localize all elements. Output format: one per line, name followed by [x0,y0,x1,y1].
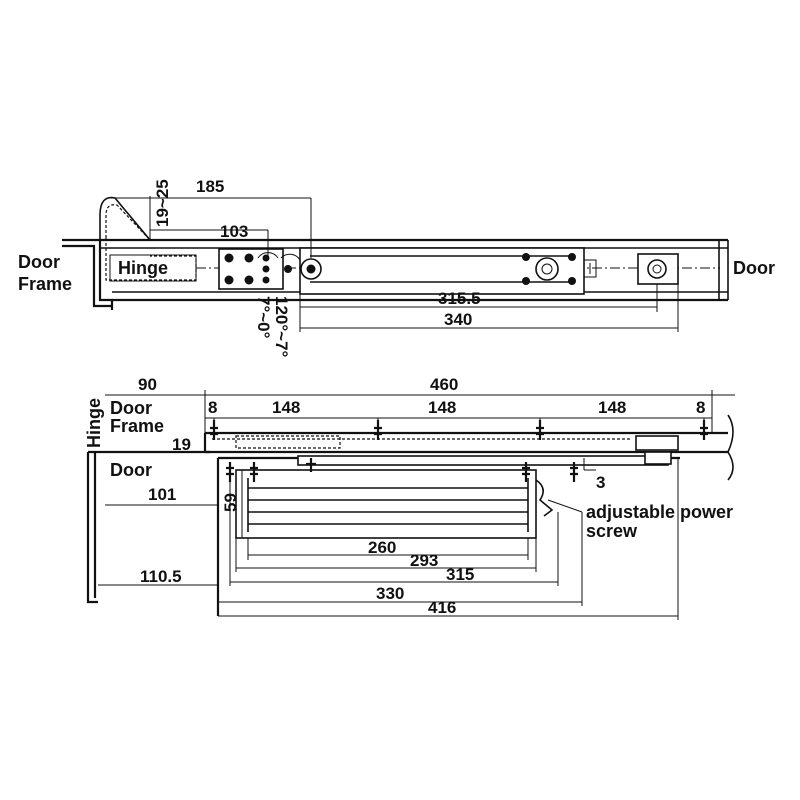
dim-line-330 [218,512,583,606]
dim-8-right: 8 [696,398,705,417]
power-screw-leader [547,499,583,513]
dim-3: 3 [596,473,605,492]
screw-icon [568,253,576,261]
door-frame-side-line1: Door [110,398,152,418]
screw-icon [262,276,270,284]
frame-outline-outer [62,238,114,310]
dim-line-293 [235,538,537,572]
closer-body [235,469,537,539]
top-screws [210,420,708,440]
dim-line-340 [299,284,679,332]
pivot-dot-icon [284,265,292,273]
angle-label-b: 7°~0° [254,296,273,339]
arm-channel [235,435,341,449]
dim-315-5: 315.5 [438,289,481,308]
arm-inner-lines [310,255,574,283]
dim-315: 315 [446,565,474,584]
top-view: 185 19~25 103 Door Frame Hinge Door 315.… [18,177,775,358]
slide-block-center [541,263,553,275]
dim-340: 340 [444,310,472,329]
dim-90: 90 [138,375,157,394]
door-label: Door [733,258,775,278]
dim-110-5: 110.5 [140,567,182,586]
dim-148-c: 148 [598,398,626,417]
door-frame-label-line2: Frame [18,274,72,294]
dim-line-315 [229,482,559,586]
hinge-dashed-arc [105,204,151,241]
break-line-top [727,414,734,453]
power-screw-label-line2: screw [586,521,638,541]
dim-line-3 [583,458,596,471]
dim-ext-lines [204,390,713,440]
screw-icon [522,253,530,261]
dim-148-b: 148 [428,398,456,417]
dim-101: 101 [148,485,176,504]
dim-line-185 [107,197,312,258]
screw-icon [244,275,254,285]
rotation-arc [280,253,301,261]
door-bracket-pivot-icon [647,259,667,279]
door-label-side: Door [110,460,152,480]
dim-416: 416 [428,598,456,617]
screw-icon [522,462,530,482]
screw-icon [224,275,234,285]
closer-body-ribs [248,487,528,525]
slide-block-foot [644,451,672,465]
side-view: 90 460 Hinge Door Frame 8 148 148 148 8 … [84,375,735,620]
angle-label-a: 120°~7° [272,296,291,358]
screw-icon [224,253,234,263]
hinge-label-side: Hinge [84,398,104,448]
dim-line-416 [218,458,679,620]
dim-460: 460 [430,375,458,394]
closer-body-ends [247,478,529,532]
arm-pivot-center [306,264,316,274]
frame-side-outer [86,452,98,604]
hinge-label: Hinge [118,258,168,278]
dim-260: 260 [368,538,396,557]
door-bracket-pivot-center [652,264,662,274]
pivot-dot-icon [262,265,270,273]
door-frame-label-line1: Door [18,252,60,272]
power-screw-label-line1: adjustable power [586,502,733,522]
screw-icon [522,277,530,285]
dim-103: 103 [220,222,248,241]
dim-185: 185 [196,177,224,196]
dim-330: 330 [376,584,404,603]
dim-8-left: 8 [208,398,217,417]
body-screws [226,458,578,482]
slide-block [635,435,679,451]
dim-19-25: 19~25 [153,179,172,227]
screw-icon [568,277,576,285]
screw-icon [570,462,578,482]
dim-line-260 [247,538,529,560]
dim-148-a: 148 [272,398,300,417]
screw-icon [306,458,316,472]
dim-line-315-5 [300,284,658,312]
arm-end-cap [583,259,597,278]
slide-rail [297,455,669,466]
screw-icon [244,253,254,263]
frame-outline-inner [62,244,112,308]
dim-293: 293 [410,551,438,570]
door-frame-side-line2: Frame [110,416,164,436]
screw-icon [226,462,234,482]
hinge-knuckle [99,196,152,241]
break-line-bottom [727,451,734,481]
dim-19: 19 [172,435,191,454]
screw-icon [250,462,258,482]
power-screw-icon [535,479,554,517]
slide-block-icon [535,257,559,281]
dim-59: 59 [221,493,240,512]
frame-bar-bottom [203,433,728,454]
